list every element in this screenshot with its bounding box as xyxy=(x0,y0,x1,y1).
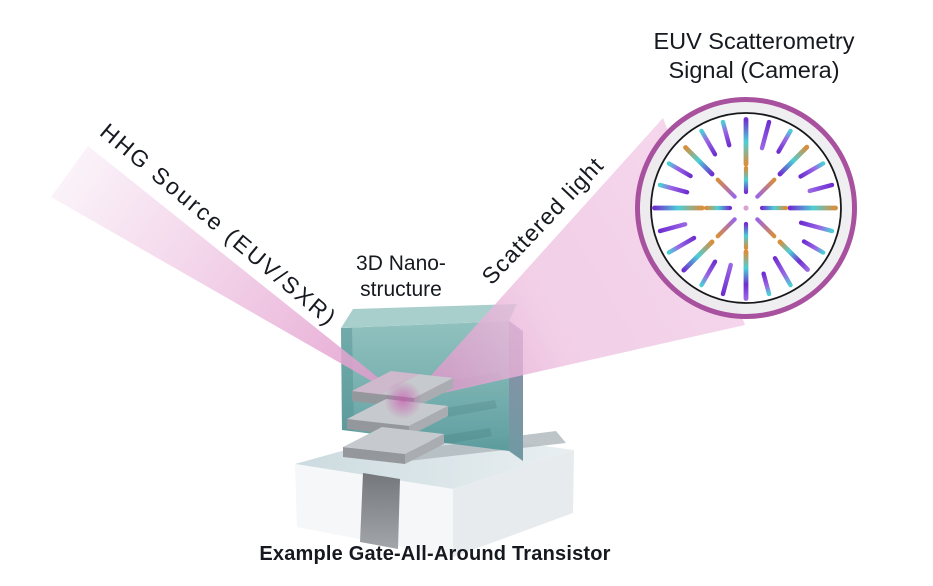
nanosheet-3 xyxy=(343,427,444,464)
camera-title: EUV Scatterometry Signal (Camera) xyxy=(594,27,914,85)
figure-caption: Example Gate-All-Around Transistor xyxy=(259,543,611,565)
diffraction-streaks xyxy=(652,117,838,301)
diffraction-streak xyxy=(801,239,826,255)
camera-bezel-ring xyxy=(640,102,852,314)
nanosheet-top xyxy=(343,427,444,454)
diffraction-streak xyxy=(683,145,715,177)
diffraction-streak xyxy=(715,217,737,239)
diffraction-streak xyxy=(657,222,688,234)
diffraction-streak xyxy=(720,119,732,148)
nanostructure-label-line1: 3D Nano- xyxy=(356,252,446,275)
diffraction-streak xyxy=(759,119,772,151)
diffraction-streak xyxy=(666,235,697,255)
diffraction-streak xyxy=(807,182,835,194)
nanostructure-label-line2: structure xyxy=(360,278,442,301)
diffraction-streak xyxy=(798,220,835,234)
diffraction-streak xyxy=(777,239,810,272)
camera-aperture-outline xyxy=(650,112,842,304)
scatterometry-camera xyxy=(635,97,857,319)
diffraction-streak xyxy=(699,259,718,288)
diffraction-streak xyxy=(772,256,793,288)
beam-focus-glow xyxy=(384,381,422,419)
diffraction-streak xyxy=(657,182,690,195)
diffraction-streak xyxy=(755,177,777,199)
nanosheet-front xyxy=(343,447,405,464)
substrate-side-face xyxy=(453,450,574,557)
center-spot xyxy=(743,205,749,211)
diffraction-streak xyxy=(776,128,793,154)
buried-sheet-band xyxy=(445,400,497,417)
diffraction-streak xyxy=(798,161,826,179)
nanosheet-side xyxy=(414,378,453,408)
incoming-euv-beam xyxy=(51,146,410,403)
nanosheet-side xyxy=(405,434,444,464)
buried-sheet-band xyxy=(440,428,492,445)
camera-title-line1: EUV Scatterometry xyxy=(653,28,855,54)
diffraction-streak xyxy=(699,128,718,157)
diffraction-streak xyxy=(755,217,777,239)
diffraction-streak xyxy=(777,144,810,177)
fin-front-stripe xyxy=(360,473,400,549)
nanosheet-beam-tint xyxy=(352,371,420,395)
diffraction-streak xyxy=(681,239,715,273)
diffraction-streak xyxy=(666,161,693,179)
camera-title-line2: Signal (Camera) xyxy=(668,57,840,83)
nanosheet-side xyxy=(409,406,448,436)
diffraction-streak xyxy=(715,177,737,199)
camera-outer-ring xyxy=(635,97,857,319)
gate-left-edge xyxy=(341,328,354,431)
nanostructure-label: 3D Nano- structure xyxy=(336,251,466,303)
diffraction-streak xyxy=(761,271,772,297)
gate-top-face xyxy=(341,304,517,328)
diffraction-streak xyxy=(720,262,733,297)
